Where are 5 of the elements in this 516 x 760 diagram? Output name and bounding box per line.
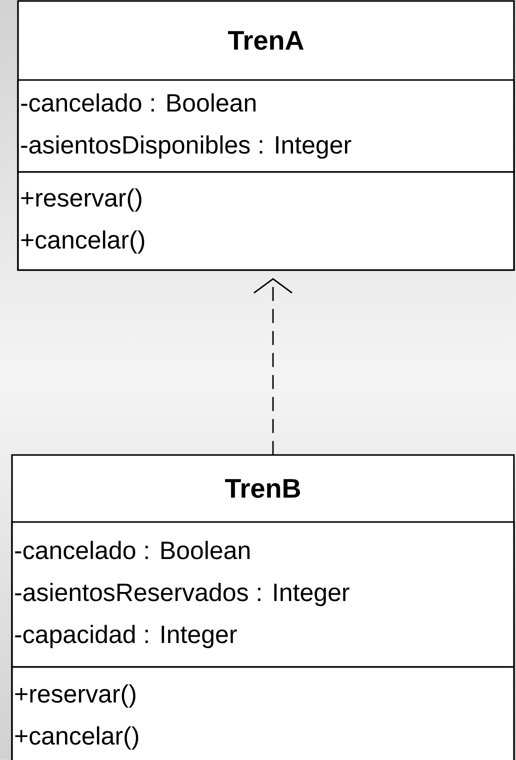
class-compartment: +reservar() +cancelar() xyxy=(17,171,515,271)
class-compartment: -cancelado : Boolean -asientosDisponibles : Integer xyxy=(17,79,515,173)
class-compartment: -cancelado : Boolean -asientosReservados : Integer -capacidad : Integer xyxy=(11,521,515,668)
class-compartment: +reservar() +cancelar() xyxy=(11,666,515,760)
arrow xyxy=(254,278,292,455)
